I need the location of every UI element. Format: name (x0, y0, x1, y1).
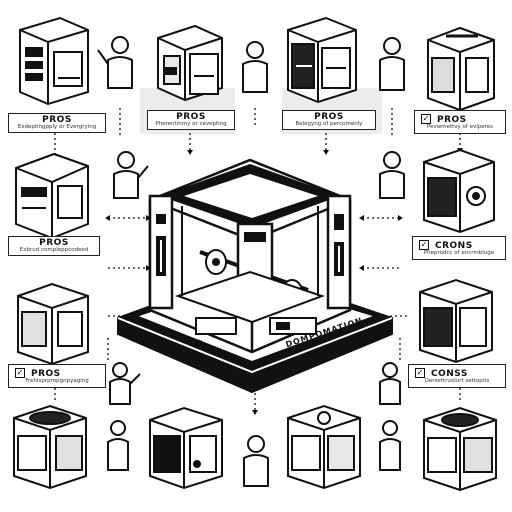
printer-icon (419, 278, 493, 364)
printer-icon (287, 404, 361, 490)
arrow-head (187, 150, 193, 155)
cons-label-text: Dersettruolurt settopits (424, 378, 490, 384)
pros-label-box: PROS Belegyng of percomenly (282, 110, 376, 130)
printer-icon (149, 406, 223, 490)
cons-label-title: CRONS (435, 241, 473, 251)
pros-label-text: Pherentinmy or cevepting (155, 121, 227, 127)
pros-label-title: PROS (437, 115, 467, 125)
checkbox-icon: ✓ (415, 368, 425, 378)
cons-label-box: ✓ CRONS Pheprodcc of encrmbluge (412, 236, 506, 260)
pros-label-title: PROS (176, 112, 206, 122)
pros-label-text: Belegyng of percomenly (295, 121, 363, 127)
pros-label-title: PROS (31, 369, 61, 379)
arrow-head (146, 215, 151, 221)
pros-label-title: PROS (42, 115, 72, 125)
printer-icon (13, 404, 87, 490)
checkbox-icon: ✓ (419, 240, 429, 250)
person-icon (379, 362, 401, 405)
printer-icon (17, 282, 89, 366)
checkbox-icon: ✓ (15, 368, 25, 378)
person-icon (109, 362, 141, 405)
pros-label-box: PROS Exbrud compleppcodeed (8, 236, 100, 256)
pros-label-text: Exbrud compleppcodeed (19, 247, 89, 253)
person-icon (113, 151, 149, 199)
printer-icon (423, 148, 495, 234)
checkbox-icon: ✓ (421, 114, 431, 124)
person-icon (379, 151, 405, 199)
person-icon (97, 36, 133, 89)
arrow-head (105, 215, 110, 221)
printer-icon (427, 26, 495, 112)
person-icon (242, 41, 268, 93)
printer-icon (287, 16, 357, 104)
pros-label-title: PROS (314, 112, 344, 122)
central-printer-illustration (117, 158, 393, 394)
pros-label-title: PROS (39, 238, 69, 248)
person-icon (243, 435, 269, 487)
cons-label-box: ✓ CONSS Dersettruolurt settopits (408, 364, 506, 388)
arrow-head (252, 410, 258, 415)
arrow-head (359, 215, 364, 221)
arrow-head (323, 150, 329, 155)
printer-icon (157, 24, 223, 102)
pros-label-text: Pevwmettvy of evlperes (426, 124, 494, 130)
pros-label-text: Frehlsprpropgnpyaging (25, 378, 89, 384)
person-icon (379, 420, 401, 471)
pros-label-box: PROS Pherentinmy or cevepting (147, 110, 235, 130)
arrow-head (359, 265, 364, 271)
printer-icon (19, 16, 89, 106)
person-icon (107, 420, 129, 471)
arrow-head (146, 265, 151, 271)
arrow-head (398, 215, 403, 221)
printer-icon (423, 406, 497, 492)
person-icon (379, 37, 405, 91)
pros-label-box: ✓ PROS Frehlsprpropgnpyaging (8, 364, 106, 388)
cons-label-text: Pheprodcc of encrmbluge (423, 250, 495, 256)
printer-icon (15, 152, 89, 240)
cons-label-title: CONSS (431, 369, 468, 379)
pros-label-text: Exdeptingpply or Evergrying (17, 124, 97, 130)
pros-label-box: PROS Exdeptingpply or Evergrying (8, 113, 106, 133)
pros-label-box: ✓ PROS Pevwmettvy of evlperes (414, 110, 506, 134)
